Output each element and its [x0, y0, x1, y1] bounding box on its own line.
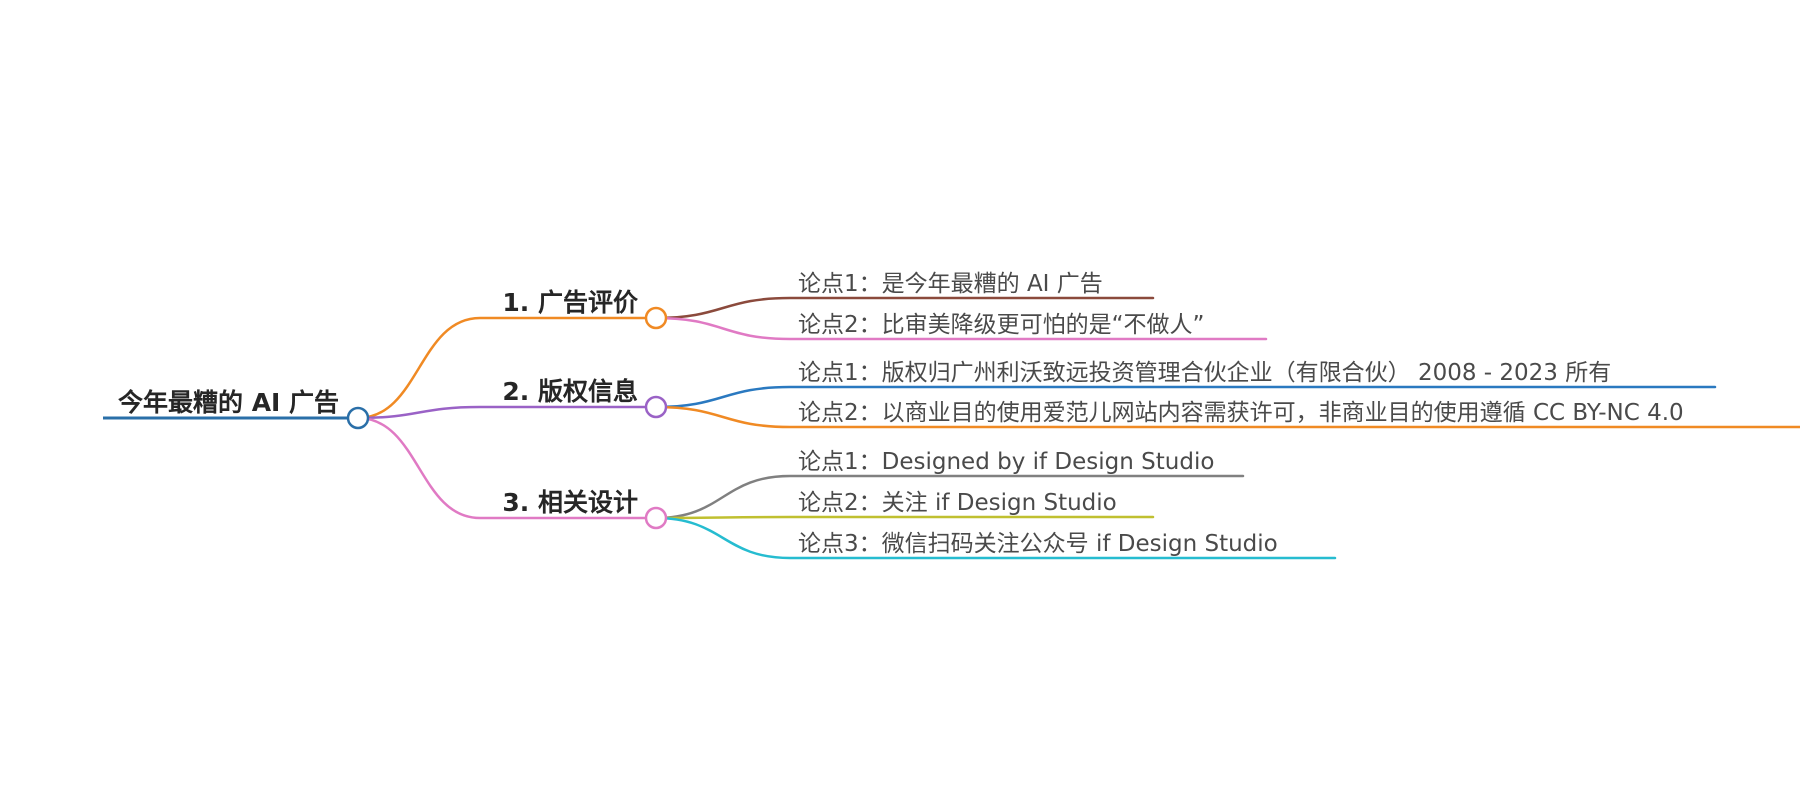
leaf-connector: [654, 515, 1155, 520]
leaf-label: 论点2：关注 if Design Studio: [798, 490, 1117, 516]
leaf-label: 论点1：Designed by if Design Studio: [798, 449, 1214, 475]
branch-expand-toggle[interactable]: [644, 506, 668, 530]
leaf-label: 论点1：是今年最糟的 AI 广告: [798, 271, 1103, 297]
leaf-connector: [654, 296, 1155, 320]
branch-connector: [356, 316, 658, 420]
branch-label: 2. 版权信息: [502, 377, 638, 406]
leaf-connector: [654, 516, 1337, 560]
leaf-node[interactable]: 论点2：以商业目的使用爱范儿网站内容需获许可，非商业目的使用遵循 CC BY-N…: [798, 400, 1684, 426]
branch-node[interactable]: 1. 广告评价: [502, 288, 639, 317]
branch-expand-toggle[interactable]: [644, 306, 668, 330]
leaf-node[interactable]: 论点1：Designed by if Design Studio: [798, 449, 1214, 475]
leaf-label: 论点2：以商业目的使用爱范儿网站内容需获许可，非商业目的使用遵循 CC BY-N…: [798, 400, 1684, 426]
branch-connector: [356, 405, 658, 420]
connector-layer: [356, 296, 1800, 560]
leaf-node[interactable]: 论点1：是今年最糟的 AI 广告: [798, 271, 1103, 297]
root-expand-toggle[interactable]: [346, 406, 370, 430]
root-label: 今年最糟的 AI 广告: [118, 388, 339, 417]
branch-expand-toggle[interactable]: [644, 395, 668, 419]
leaf-node[interactable]: 论点2：关注 if Design Studio: [798, 490, 1117, 516]
leaf-connector: [654, 474, 1245, 520]
leaf-label: 论点3：微信扫码关注公众号 if Design Studio: [798, 531, 1278, 557]
leaf-node[interactable]: 论点2：比审美降级更可怕的是“不做人”: [798, 312, 1204, 338]
branch-label: 1. 广告评价: [502, 288, 639, 317]
leaf-label: 论点1：版权归广州利沃致远投资管理合伙企业（有限合伙） 2008 - 2023 …: [798, 360, 1611, 386]
root-node[interactable]: 今年最糟的 AI 广告: [103, 388, 370, 430]
branch-node[interactable]: 2. 版权信息: [502, 377, 638, 406]
leaf-connector: [654, 385, 1717, 409]
leaf-connector: [654, 405, 1800, 429]
toggle-layer: [644, 306, 668, 530]
leaf-label: 论点2：比审美降级更可怕的是“不做人”: [798, 312, 1204, 338]
branch-connector: [356, 416, 658, 520]
branch-label: 3. 相关设计: [502, 488, 638, 517]
leaf-connector: [654, 316, 1268, 341]
branch-node[interactable]: 3. 相关设计: [502, 488, 638, 517]
leaf-node[interactable]: 论点1：版权归广州利沃致远投资管理合伙企业（有限合伙） 2008 - 2023 …: [798, 360, 1611, 386]
leaf-node[interactable]: 论点3：微信扫码关注公众号 if Design Studio: [798, 531, 1278, 557]
